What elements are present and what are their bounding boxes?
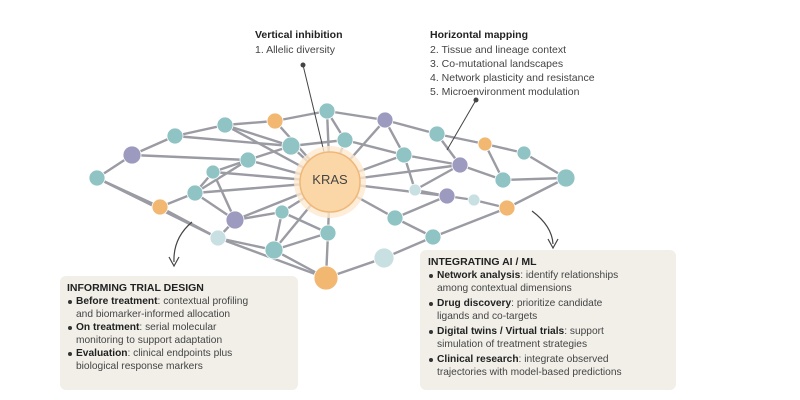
bullet-icon xyxy=(429,274,433,278)
bullet-icon xyxy=(68,326,72,330)
pointer-line xyxy=(302,64,326,157)
trial-item-evaluation-cont: biological response markers xyxy=(76,361,203,372)
network-edge xyxy=(193,158,250,195)
network-node xyxy=(266,112,284,130)
network-edge xyxy=(431,206,509,239)
ai-ml-title: INTEGRATING AI / ML xyxy=(428,256,537,268)
network-node xyxy=(451,156,469,174)
network-edge xyxy=(325,109,387,122)
network-node xyxy=(408,183,422,197)
network-edge xyxy=(272,231,330,252)
pointer-dot xyxy=(473,97,479,103)
network-node xyxy=(556,168,576,188)
network-edge xyxy=(393,194,449,220)
bullet-icon xyxy=(429,330,433,334)
network-node xyxy=(395,146,413,164)
ai-item-digital: Digital twins / Virtual trials: support xyxy=(437,326,604,337)
network-node xyxy=(186,184,204,202)
network-node xyxy=(477,136,493,152)
horizontal-title: Horizontal mapping xyxy=(430,29,528,41)
network-node xyxy=(205,164,221,180)
network-edge xyxy=(383,118,439,136)
horizontal-item: 2. Tissue and lineage context xyxy=(430,44,567,56)
pointer-dot xyxy=(300,62,306,68)
network-node xyxy=(373,247,395,269)
network-node xyxy=(122,145,142,165)
network-node xyxy=(318,102,336,120)
network-node xyxy=(88,169,106,187)
bullet-icon xyxy=(429,302,433,306)
kras-node xyxy=(299,151,361,213)
curved-arrow xyxy=(531,210,554,245)
ai-ml-panel: INTEGRATING AI / ML Network analysis: id… xyxy=(420,250,676,390)
network-node xyxy=(319,224,337,242)
network-edge xyxy=(173,123,227,138)
network-node xyxy=(428,125,446,143)
network-node xyxy=(376,111,394,129)
network-node xyxy=(264,240,284,260)
network-edge xyxy=(223,123,293,148)
trial-item-on-cont: monitoring to support adaptation xyxy=(76,335,223,346)
horizontal-item: 3. Co-mutational landscapes xyxy=(430,58,564,70)
trial-item-on: On treatment: serial molecular xyxy=(76,322,217,333)
bullet-icon xyxy=(68,300,72,304)
network-node xyxy=(424,228,442,246)
arrowhead-icon xyxy=(547,238,559,250)
network-edge xyxy=(505,176,568,210)
network-edge xyxy=(343,138,406,157)
horizontal-item: 5. Microenvironment modulation xyxy=(430,86,580,98)
vertical-title: Vertical inhibition xyxy=(255,29,343,41)
network-node xyxy=(216,116,234,134)
network-node xyxy=(151,198,169,216)
network-node xyxy=(498,199,516,217)
network-edge xyxy=(413,163,462,192)
network-node xyxy=(239,151,257,169)
arrowhead-icon xyxy=(168,256,180,268)
network-edge xyxy=(501,176,568,182)
bullet-icon xyxy=(68,352,72,356)
trial-item-before: Before treatment: contextual profiling xyxy=(76,296,249,307)
ai-item-drug: Drug discovery: prioritize candidate xyxy=(437,298,603,309)
trial-design-panel: INFORMING TRIAL DESIGN Before treatment:… xyxy=(60,276,298,390)
network-node xyxy=(166,127,184,145)
kras-label: KRAS xyxy=(312,172,348,187)
network-edge xyxy=(130,153,250,162)
network-edge xyxy=(216,236,276,252)
network-node xyxy=(313,265,339,291)
bullet-icon xyxy=(429,358,433,362)
ai-item-clinical-cont: trajectories with model-based prediction… xyxy=(437,367,622,378)
ai-item-network-cont: among contextual dimensions xyxy=(437,283,572,294)
network-node xyxy=(467,193,481,207)
network-node xyxy=(209,229,227,247)
network-node xyxy=(225,210,245,230)
network-node xyxy=(386,209,404,227)
vertical-item: 1. Allelic diversity xyxy=(255,44,335,56)
network-edge xyxy=(280,210,330,235)
network-node xyxy=(274,204,290,220)
ai-item-drug-cont: ligands and co-targets xyxy=(437,311,538,322)
pointer-line xyxy=(446,99,477,151)
curved-arrow xyxy=(173,221,193,263)
network-node xyxy=(336,131,354,149)
network-edge xyxy=(402,153,462,167)
network-node xyxy=(438,187,456,205)
network-node xyxy=(281,136,301,156)
trial-item-evaluation: Evaluation: clinical endpoints plus xyxy=(76,348,233,359)
network-node xyxy=(494,171,512,189)
ai-item-digital-cont: simulation of treatment strategies xyxy=(437,339,588,350)
network-node xyxy=(516,145,532,161)
ai-item-clinical: Clinical research: integrate observed xyxy=(437,354,609,365)
horizontal-item: 4. Network plasticity and resistance xyxy=(430,72,595,84)
ai-item-network: Network analysis: identify relationships xyxy=(437,270,619,281)
network-edge xyxy=(173,134,293,148)
network-edge xyxy=(273,109,329,123)
trial-design-title: INFORMING TRIAL DESIGN xyxy=(67,282,204,294)
trial-item-before-cont: and biomarker-informed allocation xyxy=(76,309,231,320)
